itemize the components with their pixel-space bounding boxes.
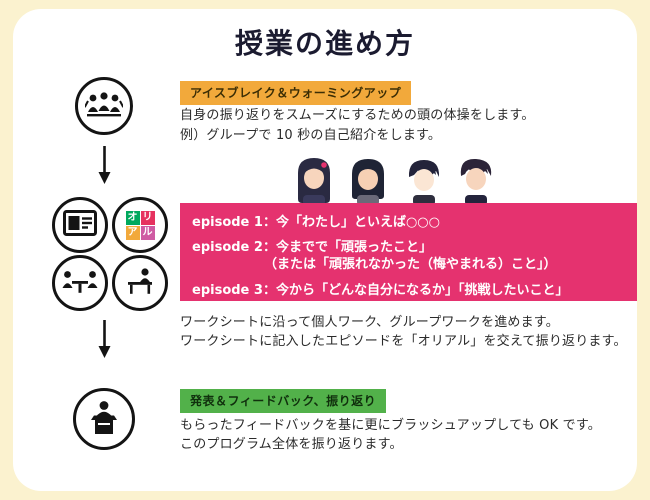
character-illustration-1 [298,158,330,206]
pair-work-circle [52,255,108,311]
presenter-podium-icon [86,400,122,438]
whiteboard-circle [52,197,108,253]
arrow-down-icon [98,146,111,184]
orial-logo-cell: ア [125,225,140,240]
episode-1-text: episode 1：今「わたし」といえば○○○ [192,215,440,230]
step1-circle [75,77,133,135]
orial-logo-cell: リ [140,210,155,225]
orial-logo-cell: ル [140,225,155,240]
step2-text-line2: ワークシートに記入したエピソードを「オリアル」を交えて振り返ります。 [180,334,627,349]
orial-logo-circle: オ リ ア ル [112,197,168,253]
episode-2-subtext: （または「頑張れなかった（悔やまれる）こと」） [264,257,557,272]
page-title: 授業の進め方 [234,27,415,60]
group-warmup-icon [83,89,125,123]
arrow-down-icon [98,320,111,358]
step1-badge: アイスブレイク＆ウォーミングアップ [180,81,412,105]
orial-logo-cell: オ [125,210,140,225]
episode-3-text: episode 3：今から「どんな自分になるか」「挑戦したいこと」 [192,283,569,298]
pair-work-icon [61,268,99,298]
character-illustrations [294,155,504,206]
step1-text-line1: 自身の振り返りをスムーズにするための頭の体操をします。 [180,108,535,123]
step3-text-line2: このプログラム全体を振り返ります。 [180,437,403,452]
episode-2-text: episode 2：今までで「頑張ったこと」 [192,240,432,255]
desk-work-circle [112,255,168,311]
step3-badge: 発表＆フィードバック、振り返り [180,389,387,413]
step2-text-line1: ワークシートに沿って個人ワーク、グループワークを進めます。 [180,315,559,330]
step3-text-line1: もらったフィードバックを基に更にブラッシュアップしても OK です。 [180,418,601,433]
whiteboard-icon [63,210,97,240]
desk-work-icon [124,267,156,299]
step1-text-line2: 例）グループで 10 秒の自己紹介をします。 [180,128,442,143]
presenter-circle [73,388,135,450]
orial-logo: オ リ ア ル [125,210,155,240]
episode-box: episode 1：今「わたし」といえば○○○ episode 2：今までで「頑… [180,203,637,301]
